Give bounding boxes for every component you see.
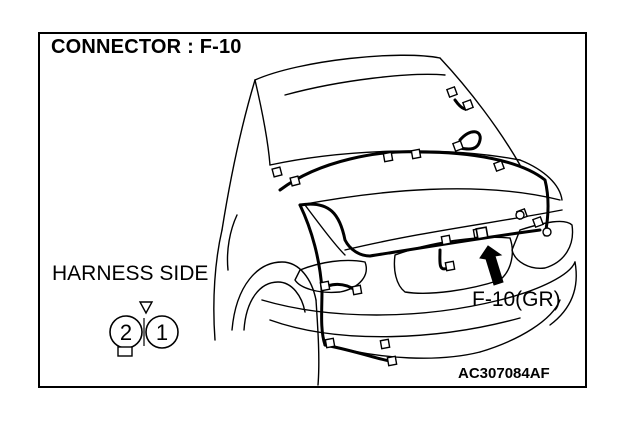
pin-circle-1 [145,315,179,349]
pin-number-2: 2 [120,320,132,345]
connector-key-triangle-icon [138,301,154,315]
car-body-outline [213,54,577,386]
connector-face-symbol: 2 1 [109,301,179,357]
connector-title: CONNECTOR : F-10 [51,36,242,58]
reference-code: AC307084AF [458,365,550,382]
harness-side-label: HARNESS SIDE [52,262,209,285]
wiring-harness [278,98,550,364]
connector-callout-label: F-10(GR) [472,288,561,311]
f10-pointer-arrow-icon [479,245,504,286]
connector-lock-tab [117,346,133,357]
diagram-frame [38,32,587,388]
f10-connector-highlight [475,226,489,240]
harness-connectors [271,85,552,367]
pin-number-1: 1 [156,320,168,345]
